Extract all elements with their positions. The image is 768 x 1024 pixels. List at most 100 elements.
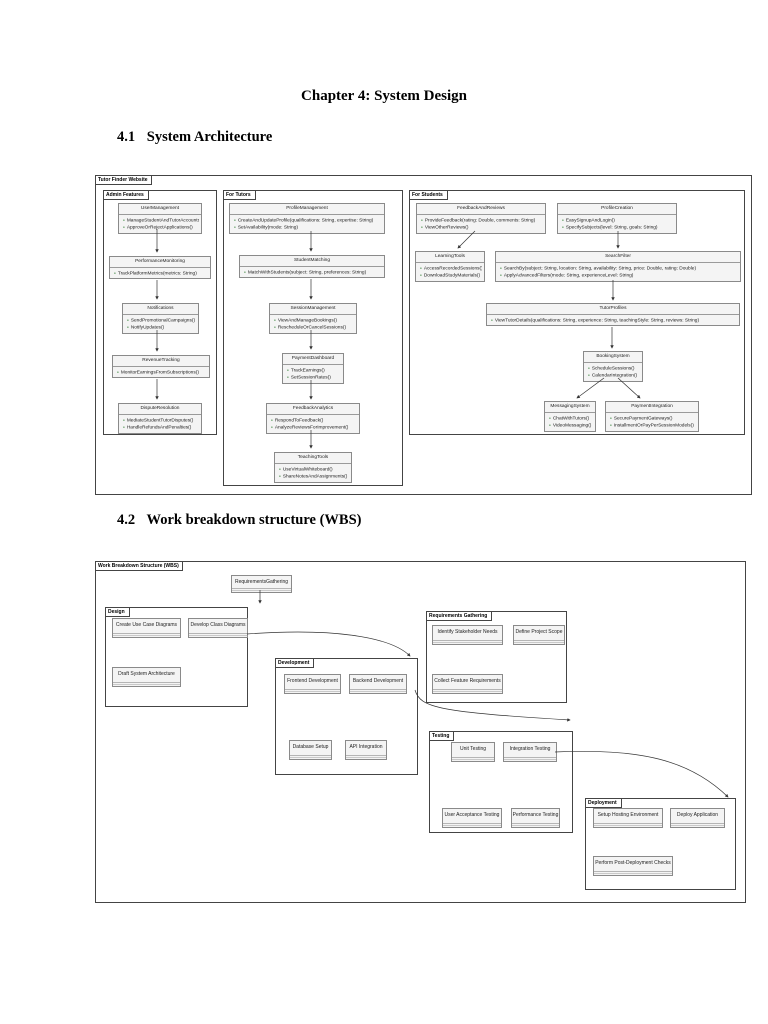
wbs-task: Unit Testing	[451, 742, 495, 762]
section-number: 4.1	[117, 129, 136, 145]
architecture-diagram: Tutor Finder Website Admin Features User…	[95, 175, 752, 495]
wbs-frame-title: Work Breakdown Structure (WBS)	[95, 561, 183, 571]
class-method: CreateAndUpdateProfile(qualifications: S…	[234, 217, 382, 224]
package-title: Testing	[429, 731, 455, 741]
class-name: DisputeResolution	[119, 404, 201, 415]
package-title: Deployment	[585, 798, 622, 808]
wbs-task: Performance Testing	[511, 808, 560, 828]
class-tutor-profiles: TutorProfiles ViewTutorDetails(qualifica…	[486, 303, 740, 327]
class-student-matching: StudentMatching MatchWithStudents(subjec…	[239, 255, 385, 279]
section-heading-wbs: 4.2 Work breakdown structure (WBS)	[117, 512, 361, 529]
wbs-diagram: Work Breakdown Structure (WBS) Requireme…	[95, 561, 746, 903]
class-method: ViewOtherReviews()	[421, 224, 543, 231]
section-heading-architecture: 4.1 System Architecture	[117, 129, 272, 146]
wbs-task: API Integration	[345, 740, 387, 760]
section-title: Work breakdown structure (WBS)	[146, 512, 362, 528]
class-method: SetAvailability(mode: String)	[234, 224, 382, 231]
class-method: RespondToFeedback()	[271, 417, 357, 424]
package-for-students: For Students FeedbackAndReviews ProvideF…	[409, 190, 745, 435]
class-name: FeedbackAnalytics	[267, 404, 359, 415]
class-method: RescheduleOrCancelSessions()	[274, 324, 354, 331]
class-method: TrackPlatformMetrics(metrics: String)	[114, 270, 208, 277]
class-method: NotifyUpdates()	[127, 324, 196, 331]
package-title: Development	[275, 658, 315, 668]
class-name: LearningTools	[416, 252, 484, 263]
architecture-frame-title: Tutor Finder Website	[95, 175, 152, 185]
package-deployment: Deployment Setup Hosting Environment Dep…	[585, 798, 736, 890]
package-title: For Students	[409, 190, 448, 200]
class-method: ApproveOrRejectApplications()	[123, 224, 199, 231]
class-profile-management: ProfileManagement CreateAndUpdateProfile…	[229, 203, 385, 234]
class-name: ProfileCreation	[558, 204, 676, 215]
wbs-task: Database Setup	[289, 740, 332, 760]
class-method: TrackEarnings()	[287, 367, 341, 374]
class-method: DownloadStudyMaterials()	[420, 272, 482, 279]
section-title: System Architecture	[146, 129, 273, 145]
package-title: Design	[105, 607, 130, 617]
class-name: TeachingTools	[275, 453, 351, 464]
class-method: ScheduleSessions()	[588, 365, 640, 372]
package-design: Design Create Use Case Diagrams Develop …	[105, 607, 248, 707]
class-method: SearchBy(subject: String, location: Stri…	[500, 265, 738, 272]
wbs-task: Deploy Application	[670, 808, 725, 828]
class-performance-monitoring: PerformanceMonitoring TrackPlatformMetri…	[109, 256, 211, 280]
class-name: MessagingSystem	[545, 402, 595, 413]
class-teaching-tools: TeachingTools UseVirtualWhiteboard() Sha…	[274, 452, 352, 483]
class-search-filter: SearchFilter SearchBy(subject: String, l…	[495, 251, 741, 282]
class-name: BookingSystem	[584, 352, 642, 363]
package-development: Development Frontend Development Backend…	[275, 658, 418, 775]
package-testing: Testing Unit Testing Integration Testing…	[429, 731, 573, 833]
class-method: ManageStudentAndTutorAccounts()	[123, 217, 199, 224]
package-admin-features: Admin Features UserManagement ManageStud…	[103, 190, 217, 435]
class-messaging-system: MessagingSystem ChatWithTutors() VideoMe…	[544, 401, 596, 432]
class-method: ChatWithTutors()	[549, 415, 593, 422]
class-feedback-and-reviews: FeedbackAndReviews ProvideFeedback(ratin…	[416, 203, 546, 234]
wbs-task: Draft System Architecture	[112, 667, 181, 687]
class-name: UserManagement	[119, 204, 201, 215]
class-payment-dashboard: PaymentDashboard TrackEarnings() SetSess…	[282, 353, 344, 384]
class-name: PaymentDashboard	[283, 354, 343, 365]
wbs-task: Setup Hosting Environment	[593, 808, 663, 828]
class-method: MatchWithStudents(subject: String, prefe…	[244, 269, 382, 276]
wbs-task: Develop Class Diagrams	[188, 618, 248, 638]
class-name: TutorProfiles	[487, 304, 739, 315]
class-method: ShareNotesAndAssignments()	[279, 473, 349, 480]
class-feedback-analytics: FeedbackAnalytics RespondToFeedback() An…	[266, 403, 360, 434]
class-name: SessionManagement	[270, 304, 356, 315]
wbs-task: Integration Testing	[503, 742, 557, 762]
class-method: HandleRefundsAndPenalties()	[123, 424, 199, 431]
class-session-management: SessionManagement ViewAndManageBookings(…	[269, 303, 357, 334]
class-dispute-resolution: DisputeResolution MediateStudentTutorDis…	[118, 403, 202, 434]
wbs-task: User Acceptance Testing	[442, 808, 502, 828]
class-method: ViewAndManageBookings()	[274, 317, 354, 324]
class-name: Notifications	[123, 304, 198, 315]
class-method: CalendarIntegration()	[588, 372, 640, 379]
class-payment-integration: PaymentIntegration SecurePaymentGateways…	[605, 401, 699, 432]
class-method: ApplyAdvancedFilters(mode: String, exper…	[500, 272, 738, 279]
chapter-title: Chapter 4: System Design	[301, 88, 467, 104]
class-method: MediateStudentTutorDisputes()	[123, 417, 199, 424]
class-method: AccessRecordedSessions()	[420, 265, 482, 272]
class-method: ProvideFeedback(rating: Double, comments…	[421, 217, 543, 224]
package-title: Admin Features	[103, 190, 149, 200]
wbs-task: Backend Development	[349, 674, 407, 694]
class-notifications: Notifications SendPromotionalCampaigns()…	[122, 303, 199, 334]
class-name: SearchFilter	[496, 252, 740, 263]
wbs-task: Create Use Case Diagrams	[112, 618, 181, 638]
section-number: 4.2	[117, 512, 136, 528]
class-method: ViewTutorDetails(qualifications: String,…	[491, 317, 737, 324]
class-name: PerformanceMonitoring	[110, 257, 210, 268]
wbs-task: Perform Post-Deployment Checks	[593, 856, 673, 876]
class-method: SendPromotionalCampaigns()	[127, 317, 196, 324]
wbs-task: Collect Feature Requirements	[432, 674, 503, 694]
wbs-task: Identify Stakeholder Needs	[432, 625, 503, 645]
package-title: Requirements Gathering	[426, 611, 493, 621]
class-profile-creation: ProfileCreation EasySignupAndLogin() Spe…	[557, 203, 677, 234]
class-name: RevenueTracking	[113, 356, 209, 367]
class-method: SpecifySubjects(level: String, goals: St…	[562, 224, 674, 231]
class-booking-system: BookingSystem ScheduleSessions() Calenda…	[583, 351, 643, 382]
class-method: UseVirtualWhiteboard()	[279, 466, 349, 473]
class-user-management: UserManagement ManageStudentAndTutorAcco…	[118, 203, 202, 234]
wbs-root-node: RequirementsGathering	[231, 575, 292, 593]
package-requirements-gathering: Requirements Gathering Identify Stakehol…	[426, 611, 567, 703]
